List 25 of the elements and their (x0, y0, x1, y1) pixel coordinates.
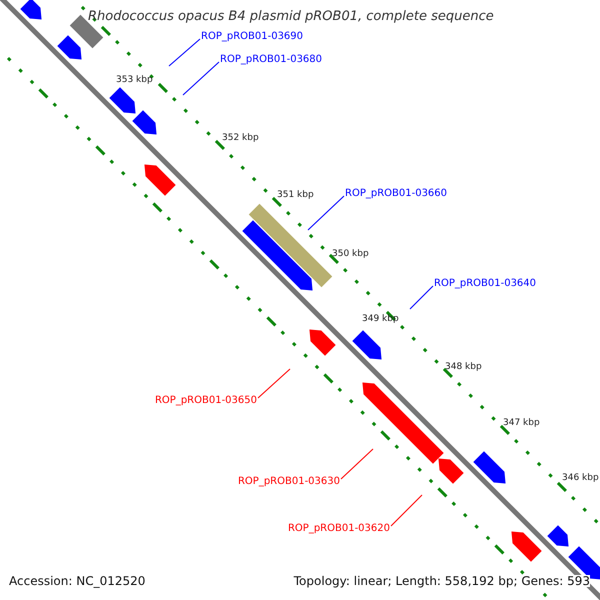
leader-line (182, 62, 220, 96)
scale-label: 353 kbp (116, 76, 153, 85)
scale-label: 349 kbp (362, 315, 399, 324)
scale-label: 348 kbp (445, 363, 482, 372)
scale-label: 351 kbp (277, 191, 314, 200)
scale-label: 347 kbp (503, 419, 540, 428)
scale-label: 346 kbp (562, 474, 599, 483)
leader-line (258, 368, 290, 398)
title: Rhodococcus opacus B4 plasmid pROB01, complete sequence (88, 10, 494, 23)
footer-text: Topology: linear; Length: 558,192 bp; Genes: 593 (294, 575, 590, 587)
leader-line (168, 38, 200, 66)
scale-label: 352 kbp (222, 134, 259, 143)
gene-label: ROP_pROB01-03630 (238, 477, 340, 487)
leader-line (308, 196, 344, 230)
gene-label: ROP_pROB01-03640 (434, 279, 536, 289)
gene-label: ROP_pROB01-03660 (345, 189, 448, 199)
gene-label: ROP_pROB01-03620 (288, 524, 390, 534)
gene-label: ROP_pROB01-03650 (154, 396, 257, 406)
gene-label: ROP_pROB01-03690 (201, 32, 304, 42)
leader-line (340, 448, 374, 480)
gene-label: ROP_pROB01-03680 (220, 55, 322, 65)
footer-text: Accession: NC_012520 (9, 575, 146, 587)
leader-line (390, 494, 422, 526)
scale-label: 350 kbp (332, 250, 369, 259)
leader-line (410, 286, 434, 310)
